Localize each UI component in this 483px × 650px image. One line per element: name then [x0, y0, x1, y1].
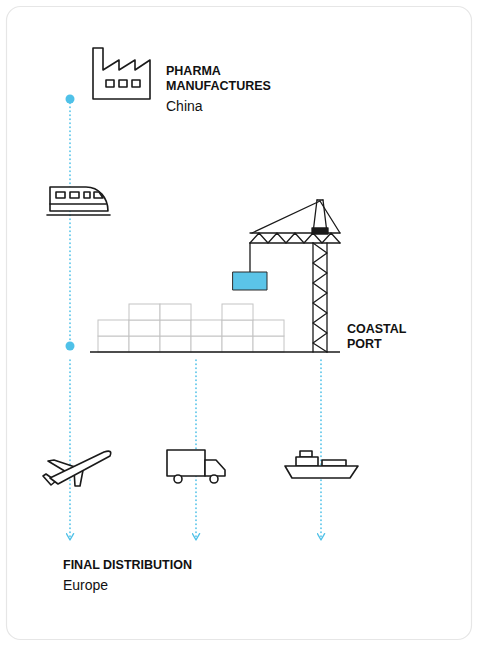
train-rail [47, 214, 110, 216]
route-connector [69, 99, 71, 346]
container [98, 320, 129, 336]
route-connector [69, 360, 71, 540]
container [98, 336, 129, 352]
truck-icon [167, 450, 225, 483]
crane-tower-edge [312, 243, 313, 352]
factory-icon [93, 48, 150, 99]
node-text-group: PHARMA MANUFACTURES China [166, 64, 286, 115]
hub-node: COASTAL PORT [60, 346, 420, 360]
route-dot [66, 95, 75, 104]
container [160, 304, 191, 320]
truck-wheel [174, 475, 182, 483]
container [191, 320, 222, 336]
crane-boom [250, 242, 340, 243]
container [129, 304, 160, 320]
container [129, 320, 160, 336]
hoisted-container [233, 272, 267, 290]
factory-window [132, 80, 140, 87]
node-subtitle: Europe [63, 576, 283, 594]
route-connector [320, 360, 322, 540]
crane-tower-edge [326, 243, 327, 352]
plane-icon [43, 451, 111, 486]
node-text-group: COASTAL PORT [347, 322, 427, 352]
plane-fuselage [50, 451, 111, 484]
container [253, 320, 284, 336]
route-dot [66, 342, 75, 351]
truck-cab [205, 460, 225, 476]
node-text-group: FINAL DISTRIBUTION Europe [63, 558, 283, 594]
container [160, 336, 191, 352]
train-window [70, 192, 79, 198]
container [222, 320, 253, 336]
factory-window [106, 80, 114, 87]
container [222, 336, 253, 352]
train-icon [47, 187, 110, 215]
crane-cab [312, 228, 328, 234]
container [191, 336, 222, 352]
destination-node: FINAL DISTRIBUTION Europe [60, 540, 350, 600]
card-frame [7, 7, 472, 640]
factory-outline [93, 48, 150, 99]
ship-cargo [322, 460, 346, 466]
node-heading: FINAL DISTRIBUTION [63, 558, 283, 573]
origin-node: PHARMA MANUFACTURESChina [60, 44, 300, 99]
train-body [50, 187, 108, 211]
train-stripe [50, 203, 106, 205]
truck-cargo [167, 450, 205, 476]
crane-lattice [313, 243, 327, 352]
node-heading: COASTAL PORT [347, 322, 427, 352]
crane-icon [233, 200, 340, 352]
container-stack [98, 304, 284, 352]
quay-line [90, 351, 340, 353]
node-subtitle: China [166, 97, 286, 115]
container [160, 320, 191, 336]
ship-deckhouse [296, 457, 318, 466]
container [129, 336, 160, 352]
crane-hook-line [249, 243, 250, 272]
train-window [84, 192, 90, 198]
train-windshield [94, 192, 103, 198]
ship-icon [285, 451, 358, 478]
factory-window [119, 80, 127, 87]
container [253, 336, 284, 352]
container [222, 304, 253, 320]
crane-cable [252, 201, 320, 233]
train-window [56, 192, 65, 198]
truck-wheel [210, 475, 218, 483]
ship-hull [285, 466, 358, 478]
ship-bridge [300, 451, 312, 457]
node-heading: PHARMA MANUFACTURES [166, 64, 286, 94]
